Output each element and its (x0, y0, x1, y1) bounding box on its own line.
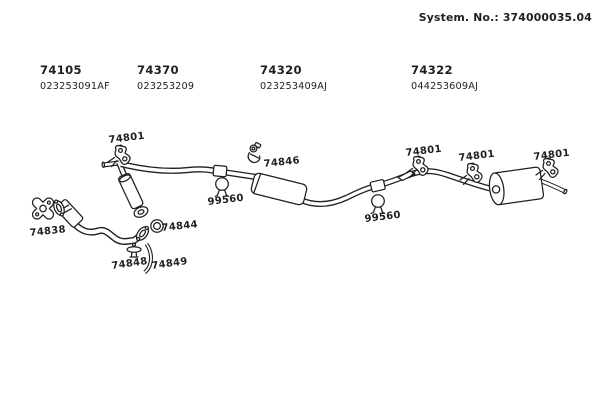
part-code: 023253409AJ (260, 81, 327, 92)
callout-labels: 74801 74846 99560 74801 74801 74801 9956… (29, 131, 570, 272)
callout-support-bracket: 74849 (151, 256, 188, 272)
mid-muffler-outlet-pipe (299, 183, 377, 207)
callout-rubber-mount: 74848 (111, 256, 148, 272)
seal-ring-icon (150, 219, 164, 233)
part-number: 74105 (40, 63, 82, 77)
callout-clamp: 74846 (263, 155, 300, 170)
callout-seal-ring: 74844 (161, 219, 198, 234)
front-pipe (69, 218, 143, 245)
inlet-stub-pipe (101, 160, 120, 169)
callout-hanger-4: 74801 (533, 148, 570, 163)
system-number: System. No.: 374000035.04 (419, 11, 592, 24)
callout-hanger-2: 74801 (405, 144, 442, 159)
part-number: 74320 (260, 63, 302, 77)
sleeve-joint-rear (369, 179, 386, 193)
rear-muffler (488, 166, 545, 206)
intermediate-pipe (120, 160, 257, 181)
part-number: 74322 (411, 63, 453, 77)
callout-flange-gasket: 74838 (29, 224, 66, 239)
callout-hanger-3: 74801 (458, 149, 495, 164)
sleeve-joint-front (212, 164, 228, 178)
middle-muffler (250, 172, 308, 206)
front-flange-gasket (31, 197, 55, 220)
part-code: 023253209 (137, 81, 194, 92)
part-code: 044253609AJ (411, 81, 478, 92)
ring-hanger-icon-2 (370, 194, 386, 215)
callout-ring-hanger-1: 99560 (207, 193, 244, 208)
support-bracket-icon (143, 242, 153, 274)
part-number: 74370 (137, 63, 179, 77)
callout-hanger-1: 74801 (108, 131, 145, 146)
rubber-mount-icon (126, 242, 142, 258)
front-muffler (118, 172, 144, 210)
parts-header: 74105 023253091AF 74370 023253209 74320 … (40, 63, 478, 92)
part-code: 023253091AF (40, 81, 110, 92)
front-muffler-flange (133, 206, 149, 218)
clamp-icon (247, 141, 262, 164)
callout-ring-hanger-2: 99560 (364, 210, 401, 225)
tailpipe (539, 178, 568, 195)
